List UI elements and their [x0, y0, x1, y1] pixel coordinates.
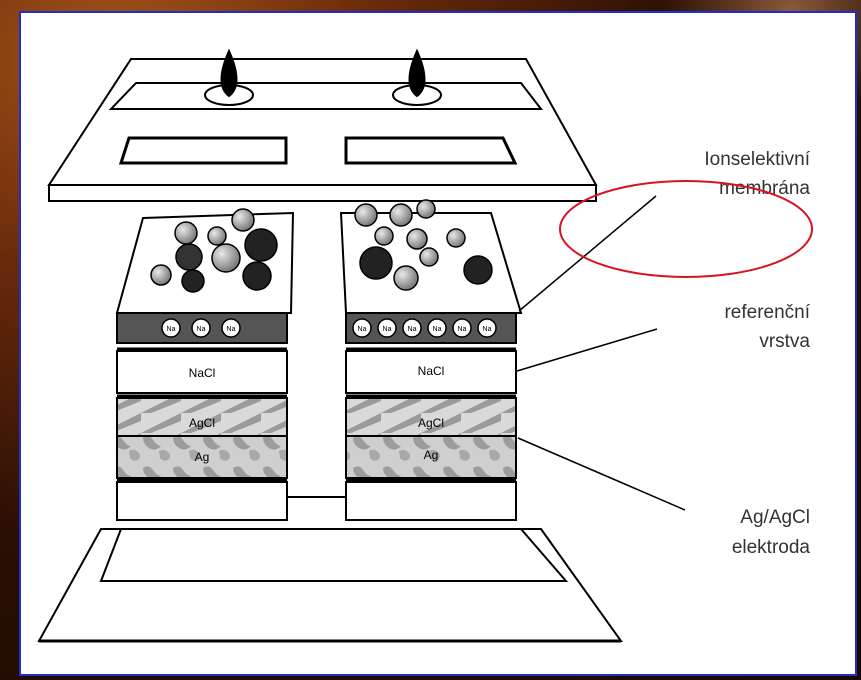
nacl-label-left: NaCl	[189, 366, 216, 380]
left-ag-layer	[116, 435, 288, 479]
leader-lines	[516, 195, 686, 511]
label-membrane-line1: Ionselektivní	[704, 149, 810, 170]
electrode-diagram: Na Na Na Na Na Na Na Na Na NaCl NaCl AgC…	[37, 48, 813, 643]
ion-label: Na	[197, 326, 206, 333]
label-electrode-line2: elektroda	[732, 537, 811, 558]
label-reference-line2: vrstva	[759, 331, 810, 352]
ion-label: Na	[167, 326, 176, 333]
diagram-panel: Na Na Na Na Na Na Na Na Na NaCl NaCl AgC…	[19, 11, 857, 676]
ion-label: Na	[483, 326, 492, 333]
top-cover	[47, 48, 598, 202]
right-nacl-layer	[345, 350, 517, 394]
ion-label: Na	[458, 326, 467, 333]
ion-label: Na	[433, 326, 442, 333]
left-base-layer	[116, 481, 288, 521]
agcl-label-right: AgCl	[418, 416, 444, 430]
nacl-label-right: NaCl	[418, 364, 445, 378]
right-ion-balls	[354, 199, 493, 291]
agcl-label-left: AgCl	[189, 416, 215, 430]
ag-label-right: Ag	[424, 448, 439, 462]
ion-label: Na	[358, 326, 367, 333]
ion-label: Na	[227, 326, 236, 333]
membrane-ions	[161, 318, 497, 338]
label-membrane-line2: membrána	[719, 178, 810, 199]
left-nacl-layer	[116, 350, 288, 394]
right-agcl-layer	[345, 397, 517, 437]
right-ag-layer	[345, 435, 517, 479]
ion-label: Na	[383, 326, 392, 333]
ion-label: Na	[408, 326, 417, 333]
ag-label-left: Ag	[195, 450, 210, 464]
label-electrode-line1: Ag/AgCl	[740, 507, 810, 528]
left-ion-balls	[150, 208, 278, 293]
base-plate	[37, 496, 623, 643]
right-base-layer	[345, 481, 517, 521]
label-reference-line1: referenční	[724, 302, 810, 323]
highlight-ellipse	[559, 180, 813, 278]
